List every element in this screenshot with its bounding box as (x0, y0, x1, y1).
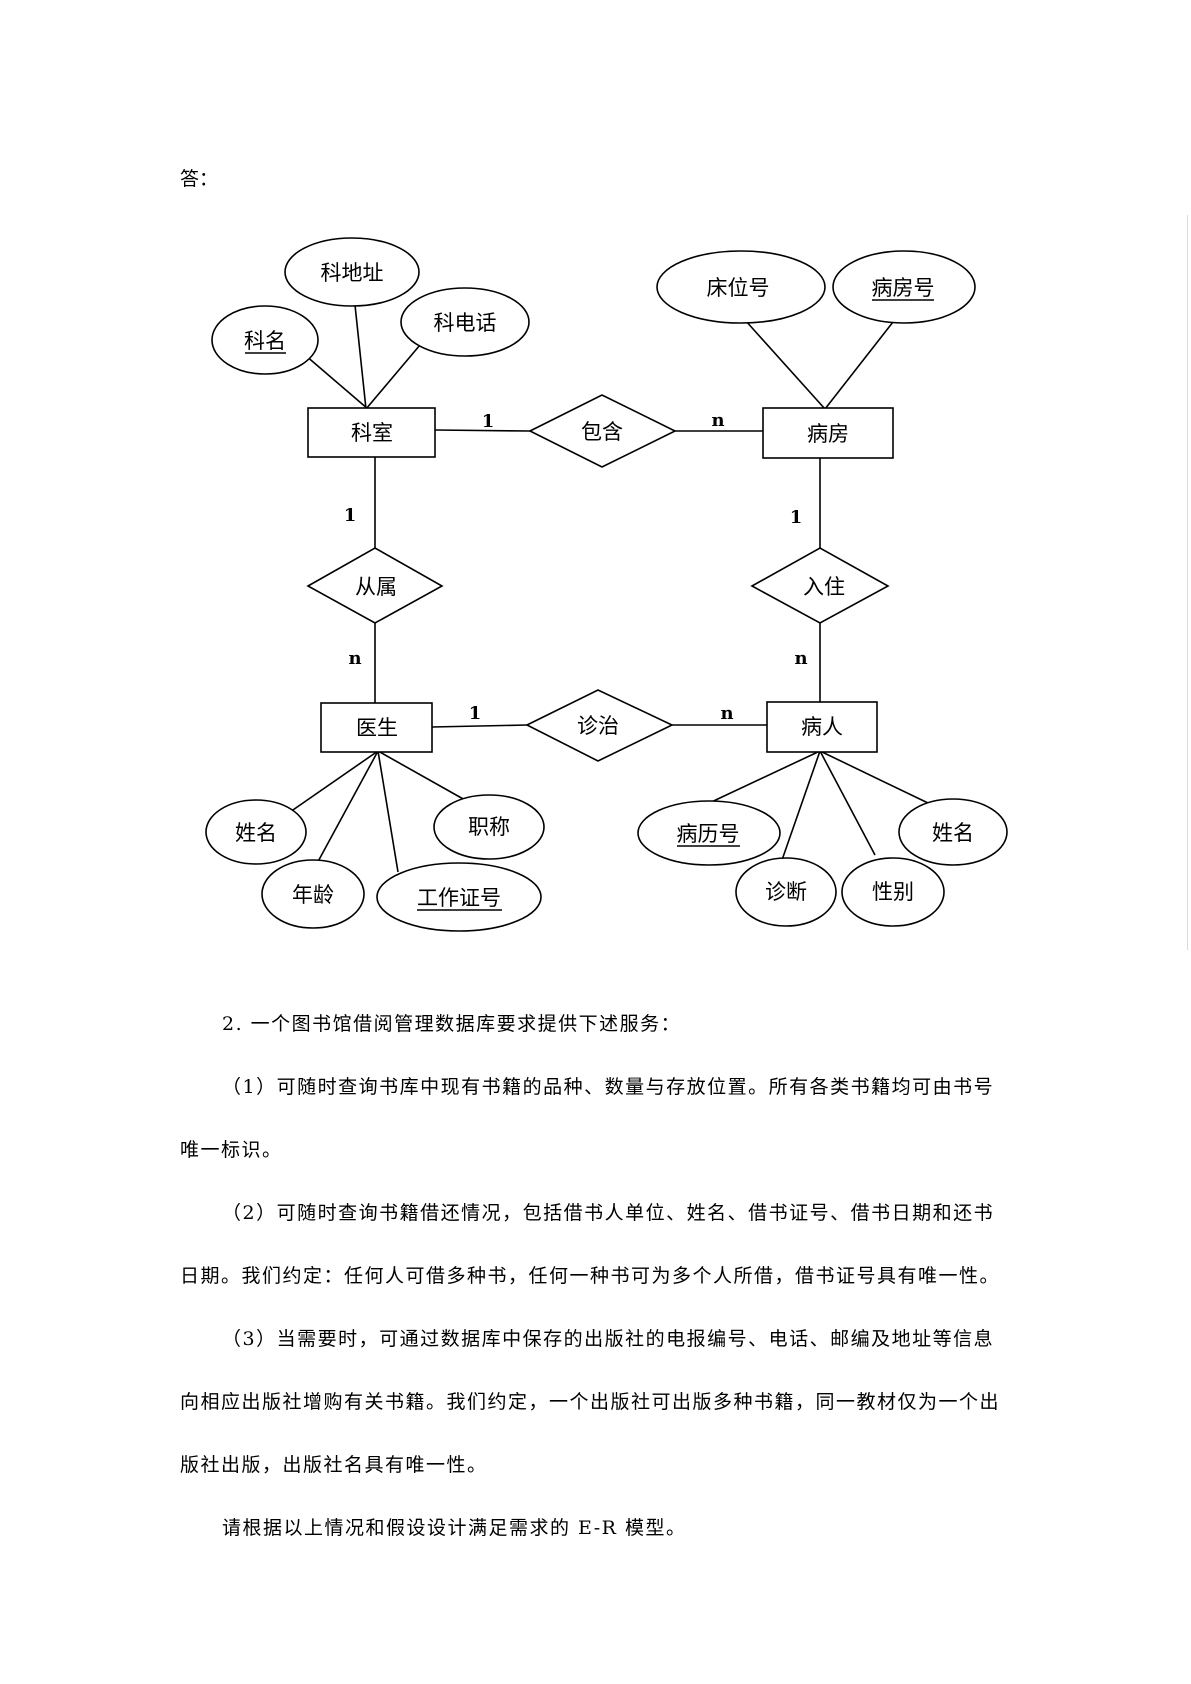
attr-diagnosis-label: 诊断 (765, 880, 807, 904)
entity-doctor (320, 702, 433, 753)
attr-ward-no (832, 250, 976, 324)
rel-admit-label: 入住 (803, 575, 845, 599)
req-2-line-1: （2）可随时查询书籍借还情况，包括借书人单位、姓名、借书证号、借书日期和还书 (222, 1202, 995, 1224)
dept-contains-line (434, 429, 531, 432)
attr-gender (841, 857, 945, 927)
attr-dept-phone-label: 科电话 (434, 311, 497, 335)
card-contains-ward: n (711, 410, 724, 431)
answer-label: 答： (180, 168, 219, 190)
rel-contains-label: 包含 (581, 420, 623, 444)
card-ward-admit: 1 (790, 507, 803, 528)
req-3-line-2: 向相应出版社增购有关书籍。我们约定，一个出版社可出版多种书籍，同一教材仅为一个出 (180, 1391, 1001, 1413)
attr-doctor-title-label: 职称 (468, 815, 510, 839)
card-treat-patient: n (720, 703, 733, 724)
entity-dept-label: 科室 (351, 421, 393, 445)
attr-bed-no (656, 250, 826, 324)
attr-patient-name (898, 798, 1008, 866)
attr-doctor-age (261, 859, 365, 929)
entity-doctor-label: 医生 (356, 716, 398, 740)
entity-patient-label: 病人 (801, 715, 843, 739)
doctor-treat-line (431, 724, 528, 728)
attr-dept-phone (400, 287, 530, 357)
attr-doctor-name (205, 799, 307, 865)
attr-bed-no-label: 床位号 (707, 276, 770, 300)
rel-admit (750, 547, 890, 624)
req-3-line-3: 版社出版，出版社名具有唯一性。 (180, 1454, 488, 1476)
attr-dept-name-label: 科名 (244, 329, 286, 353)
attr-record-no-label: 病历号 (677, 822, 740, 846)
attr-doctor-age-label: 年龄 (292, 883, 334, 907)
req-1-line-2: 唯一标识。 (180, 1139, 283, 1161)
attr-doctor-id-label: 工作证号 (417, 886, 501, 910)
rel-treat (525, 689, 674, 762)
attr-doctor-title (433, 794, 545, 860)
card-admit-patient: n (794, 648, 807, 669)
card-belongs-doctor: n (348, 648, 361, 669)
rel-contains (528, 394, 677, 468)
card-doctor-treat: 1 (469, 703, 482, 724)
entity-ward (762, 407, 894, 459)
card-dept-belongs: 1 (344, 505, 357, 526)
card-dept-contains: 1 (482, 411, 495, 432)
req-1-line-1: （1）可随时查询书库中现有书籍的品种、数量与存放位置。所有各类书籍均可由书号 (222, 1076, 995, 1098)
attr-diagnosis (735, 857, 837, 927)
entity-ward-label: 病房 (807, 422, 849, 446)
attr-ward-no-label: 病房号 (872, 276, 935, 300)
rel-belongs (306, 547, 444, 624)
entity-dept (307, 407, 436, 458)
attr-gender-label: 性别 (872, 880, 914, 904)
attr-dept-address-label: 科地址 (321, 261, 384, 285)
attr-dept-name (211, 305, 319, 375)
req-2-line-2: 日期。我们约定：任何人可借多种书，任何一种书可为多个人所借，借书证号具有唯一性。 (180, 1265, 1001, 1287)
er-diagram: 科室 病房 医生 病人 包含 从属 入住 诊治 科名 科地址 科电话 床位号 病… (205, 237, 1008, 932)
closing-instruction: 请根据以上情况和假设设计满足需求的 E-R 模型。 (222, 1517, 687, 1539)
attr-doctor-name-label: 姓名 (235, 821, 277, 845)
question-title: 2. 一个图书馆借阅管理数据库要求提供下述服务： (222, 1013, 682, 1035)
attr-dept-address (284, 237, 420, 307)
attr-patient-name-label: 姓名 (932, 821, 974, 845)
attr-record-no (637, 800, 781, 866)
page-edge-rule (1187, 215, 1188, 950)
entity-patient (766, 701, 878, 753)
attr-doctor-id (376, 862, 542, 932)
req-3-line-1: （3）当需要时，可通过数据库中保存的出版社的电报编号、电话、邮编及地址等信息 (222, 1328, 995, 1350)
rel-treat-label: 诊治 (577, 714, 619, 738)
rel-belongs-label: 从属 (355, 575, 397, 599)
